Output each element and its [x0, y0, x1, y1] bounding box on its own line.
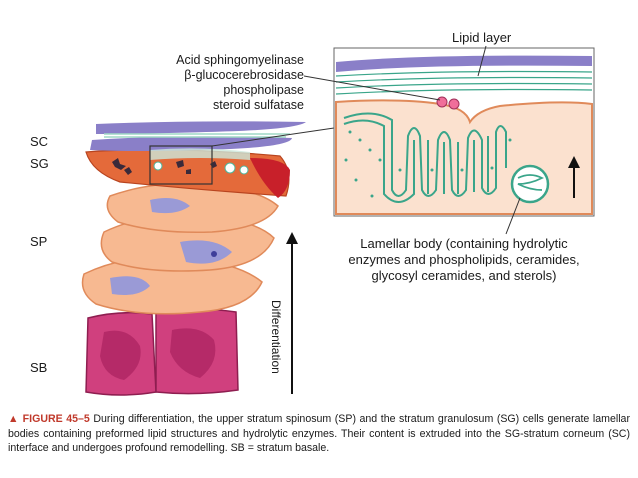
granule-cluster: [112, 158, 217, 175]
lamellar-body-label-1: Lamellar body (containing hydrolytic: [360, 236, 568, 251]
figure-caption: ▲ FIGURE 45–5 During differentiation, th…: [8, 412, 630, 456]
differentiation-label: Differentiation: [269, 300, 283, 374]
inset-lamellar-body: [510, 164, 550, 204]
zoom-connector: [211, 127, 335, 147]
label-sc: SC: [30, 134, 48, 149]
zoom-box: [149, 145, 213, 185]
caption-text: During differentiation, the upper stratu…: [8, 413, 630, 454]
sc-lipid-lines: [104, 133, 290, 138]
lamellar-body-label-2: enzymes and phospholipids, ceramides,: [348, 252, 579, 267]
caption-figure-label: FIGURE 45–5: [22, 413, 90, 425]
inset-cell-membrane: [335, 99, 593, 215]
inset-arrow-up-icon: [568, 156, 580, 198]
label-sb: SB: [30, 360, 47, 375]
stratum-basale: [85, 308, 239, 396]
enzyme-3: phospholipase: [223, 83, 304, 97]
lamellar-body-label-3: glycosyl ceramides, and sterols): [372, 268, 557, 283]
epidermis-illustration: [81, 121, 335, 396]
enzyme-2: β-glucocerebrosidase: [184, 68, 304, 82]
stratum-granulosum: [85, 149, 290, 198]
enzyme-1: Acid sphingomyelinase: [176, 53, 304, 67]
lamellar-body-leader: [505, 197, 521, 235]
lipid-layer-label: Lipid layer: [452, 30, 512, 45]
enzyme-4: steroid sulfatase: [213, 98, 304, 112]
caption-triangle-icon: ▲: [8, 413, 20, 425]
inset-tubule-dots: [344, 130, 512, 198]
enzyme-leader: [303, 75, 441, 101]
label-sp: SP: [30, 234, 47, 249]
sg-lamellar-bodies: [153, 161, 249, 175]
inset-panel: [303, 45, 595, 235]
stratum-spinosum: [81, 182, 279, 315]
label-sg: SG: [30, 156, 49, 171]
lipid-layer-leader: [477, 45, 487, 77]
differentiation-arrow: [286, 232, 298, 394]
inset-lamellar-tubules: [343, 112, 507, 203]
stratum-corneum: [90, 121, 306, 160]
